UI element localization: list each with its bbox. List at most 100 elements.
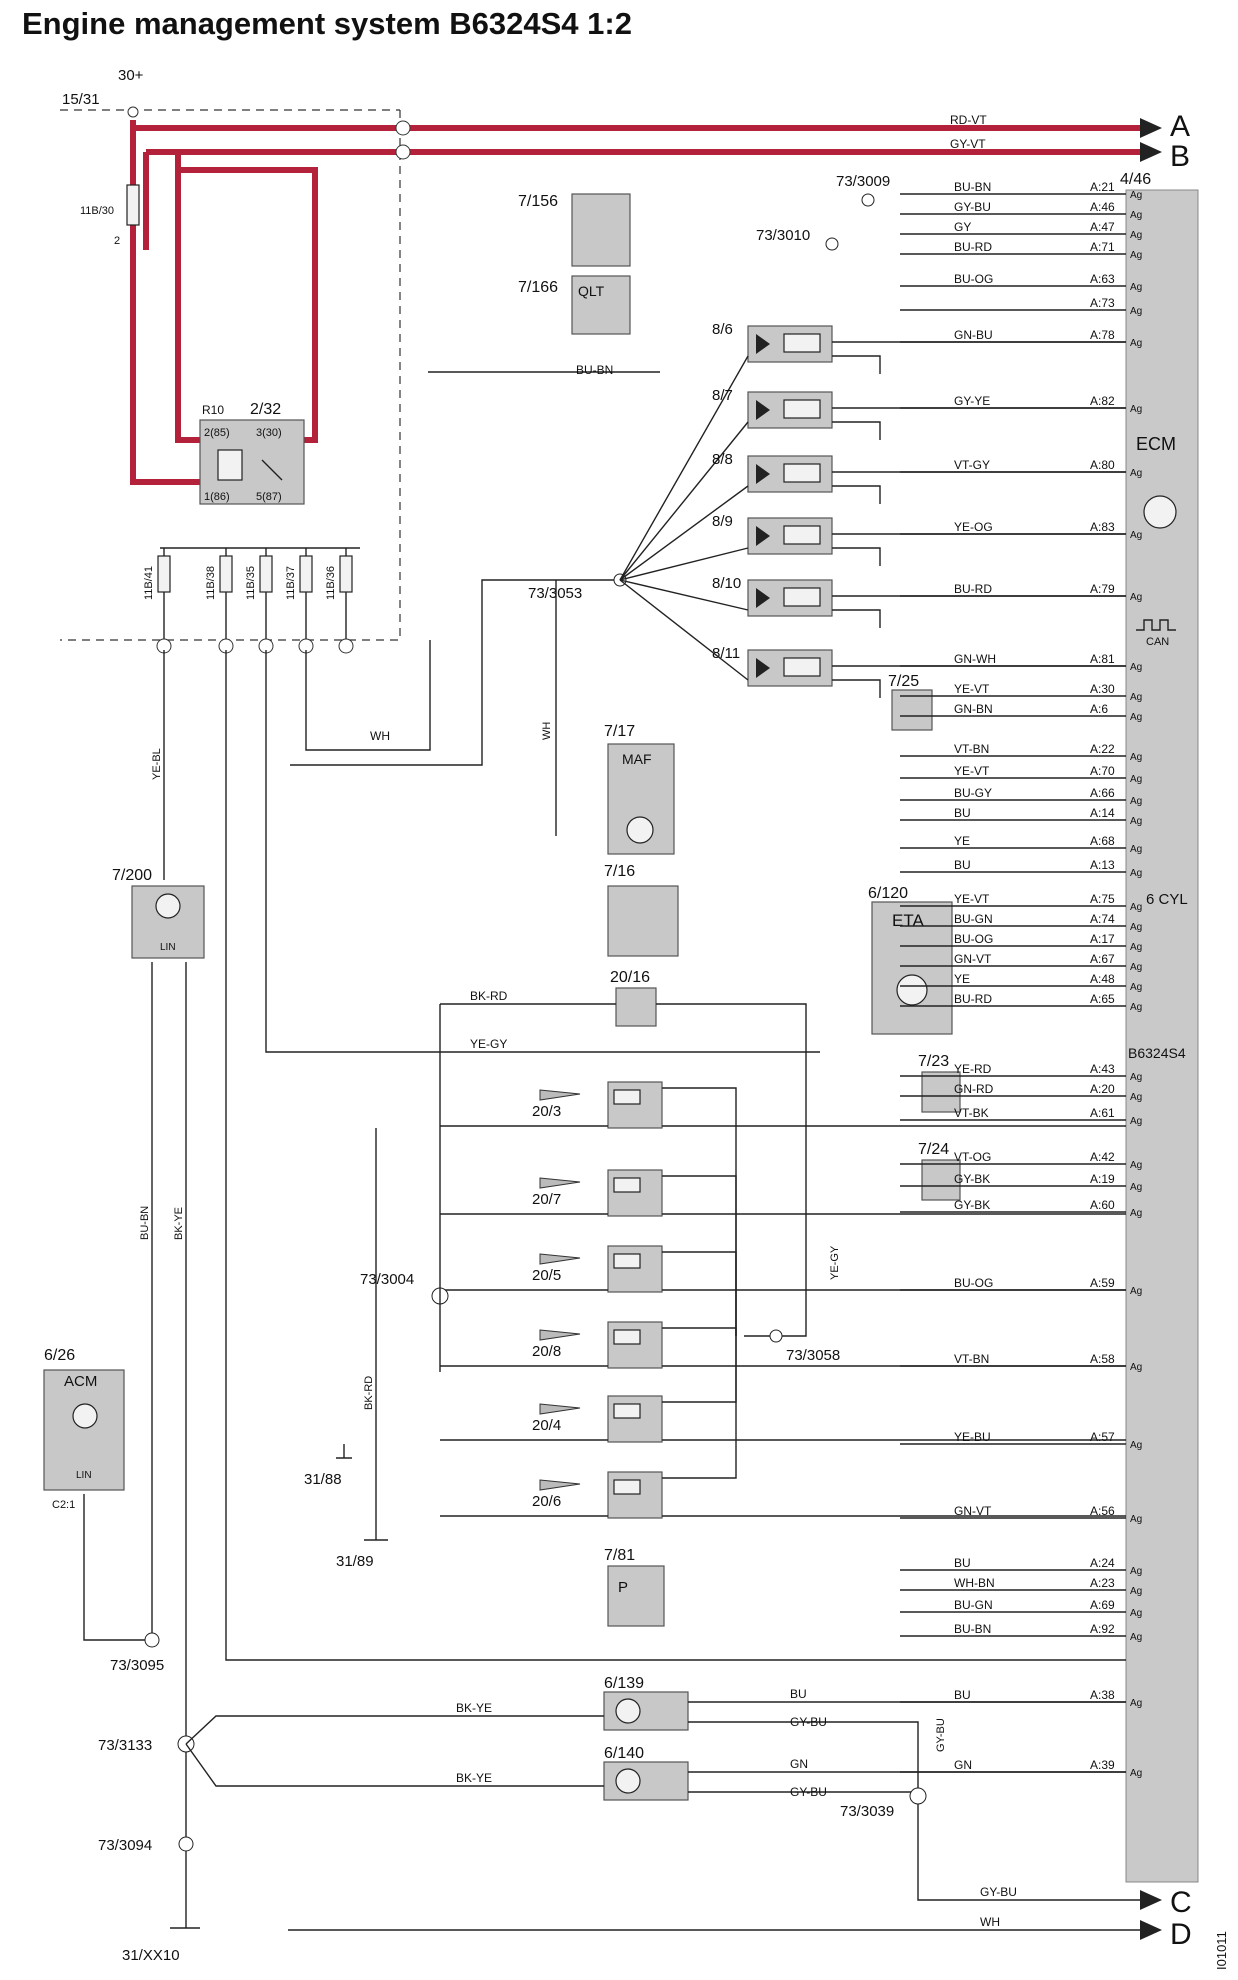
splice-3039 xyxy=(909,1787,927,1805)
fuse-11b30-pin2: 2 xyxy=(114,235,120,247)
ecm-wire-color: VT-GY xyxy=(954,458,990,472)
injector-ref: 8/6 xyxy=(712,321,733,338)
sensor-maf-tag: MAF xyxy=(622,751,652,767)
ecm-wire-color: BU-BN xyxy=(954,180,991,194)
ecm-pin-label: A:75 xyxy=(1090,892,1115,906)
ecm-cyl-label: 6 CYL xyxy=(1146,891,1188,908)
ecm-pin-label: A:60 xyxy=(1090,1198,1115,1212)
injector-nozzle-icon xyxy=(756,464,770,484)
cap-ref: 20/16 xyxy=(610,969,650,986)
coil-ref: 20/8 xyxy=(532,1343,561,1360)
ecm-wire-color: VT-BN xyxy=(954,742,989,756)
ecm-wire-color: YE xyxy=(954,972,970,986)
wire-label-bk-rd-vertical: BK-RD xyxy=(363,1376,375,1410)
wire-label-bu-bn-left: BU-BN xyxy=(139,1206,151,1240)
ecm-wire-color: BU xyxy=(954,1556,971,1570)
eta-ref: 6/120 xyxy=(868,885,908,902)
sensor-7-25-ref: 7/25 xyxy=(888,673,919,690)
wire-label-gy-bu-139: GY-BU xyxy=(790,1715,827,1729)
arrow-d xyxy=(1140,1920,1162,1940)
sensor-7-24 xyxy=(921,1159,961,1201)
ecm-pin-label: A:92 xyxy=(1090,1622,1115,1636)
supply-15-31: 15/31 xyxy=(62,91,100,108)
ecm-pin-ag: Ag xyxy=(1130,250,1142,261)
ecm-pin-label: A:65 xyxy=(1090,992,1115,1006)
sensor-7-24-ref: 7/24 xyxy=(918,1141,949,1158)
ecm-wire-color: WH-BN xyxy=(954,1576,995,1590)
relay-switch-icon xyxy=(261,459,283,481)
wire-label-ye-gy-top: YE-GY xyxy=(470,1037,507,1051)
acm-6-26 xyxy=(43,1369,125,1491)
sensor-7-16-ref: 7/16 xyxy=(604,863,635,880)
injector-wh-wire xyxy=(619,579,749,611)
ecm-ref: 4/46 xyxy=(1120,171,1151,188)
ecm-pin-ag: Ag xyxy=(1130,1440,1142,1451)
fuse-box-border xyxy=(60,110,401,641)
ground-3189-icon xyxy=(364,1524,388,1541)
fuse-label: 11B/35 xyxy=(245,566,257,600)
coil-winding-icon xyxy=(613,1253,641,1269)
ecm-pin-ag: Ag xyxy=(1130,796,1142,807)
eta-6-120 xyxy=(871,901,953,1035)
sensor-7-156-ref: 7/156 xyxy=(518,193,558,210)
acm-pin: C2:1 xyxy=(52,1499,75,1511)
ecm-pin-ag: Ag xyxy=(1130,404,1142,415)
sensor-7-200-ref: 7/200 xyxy=(112,867,152,884)
ecm-wire-color: GN-VT xyxy=(954,1504,992,1518)
injector-wh-wire xyxy=(619,547,749,581)
ecm-pin-label: A:47 xyxy=(1090,220,1115,234)
injector-nozzle-icon xyxy=(756,400,770,420)
ecm-pin-label: A:58 xyxy=(1090,1352,1115,1366)
acm-generator-icon xyxy=(72,1403,98,1429)
wire-label-bu-bn-upper: BU-BN xyxy=(576,363,613,377)
coil-body xyxy=(607,1169,663,1217)
motor-6-140-ref: 6/140 xyxy=(604,1745,644,1762)
ecm-wire-color: BU-GN xyxy=(954,1598,993,1612)
ecm-pin-ag: Ag xyxy=(1130,1072,1142,1083)
ecm-wire-color: BU-GY xyxy=(954,786,992,800)
wire-label-gn-140: GN xyxy=(790,1757,808,1771)
coil-ye-gy-wire xyxy=(662,1336,737,1403)
ecm-wire-color: GN-BN xyxy=(954,702,993,716)
relay-coil-icon xyxy=(217,449,243,481)
coil-winding-icon xyxy=(613,1329,641,1345)
ecm-pin-label: A:30 xyxy=(1090,682,1115,696)
fuse-label: 11B/37 xyxy=(285,566,297,600)
sensor-7-166-ref: 7/166 xyxy=(518,279,558,296)
ecm-pin-label: A:14 xyxy=(1090,806,1115,820)
relay-2-32 xyxy=(199,419,305,505)
coil-body xyxy=(607,1245,663,1293)
ecm-wire-color: BU-RD xyxy=(954,582,992,596)
ecm-pin-ag: Ag xyxy=(1130,844,1142,855)
wire-label-gy-bu-140: GY-BU xyxy=(790,1785,827,1799)
wire-label-wh-d: WH xyxy=(980,1915,1000,1929)
ecm-pin-ag: Ag xyxy=(1130,592,1142,603)
injector-ref: 8/11 xyxy=(712,645,740,662)
ecm-wire-color: BU-OG xyxy=(954,932,993,946)
ecm-wire-color: YE-VT xyxy=(954,764,990,778)
coil-ref: 20/7 xyxy=(532,1191,561,1208)
wire-fuse35-ye-gy xyxy=(265,650,820,1053)
ecm-pin-label: A:80 xyxy=(1090,458,1115,472)
injector-wh-wire xyxy=(619,485,749,581)
sensor-7-200-tag: LIN xyxy=(160,942,176,953)
ecm-wire-color: YE-OG xyxy=(954,520,993,534)
injector-wire-2 xyxy=(832,679,881,698)
relay-pin85: 2(85) xyxy=(204,427,230,439)
acm-lin: LIN xyxy=(76,1470,92,1481)
ecm-pin-ag: Ag xyxy=(1130,1160,1142,1171)
ecm-wire-color: GY-BK xyxy=(954,1172,990,1186)
ecm-wire-color: BU xyxy=(954,858,971,872)
ecm-pin-ag: Ag xyxy=(1130,902,1142,913)
injector-coil-icon xyxy=(783,525,821,545)
ecm-pins: A:21AgBU-BNA:46AgGY-BUA:47AgGYA:71AgBU-R… xyxy=(900,180,1142,1779)
ecm-wire-color: BU xyxy=(954,806,971,820)
splice-3004-label: 73/3004 xyxy=(360,1271,414,1288)
coil-ye-gy-wire xyxy=(662,1251,737,1336)
injector-ref: 8/8 xyxy=(712,451,733,468)
ecm-pin-ag: Ag xyxy=(1130,1586,1142,1597)
ground-3188-label: 31/88 xyxy=(304,1471,342,1488)
